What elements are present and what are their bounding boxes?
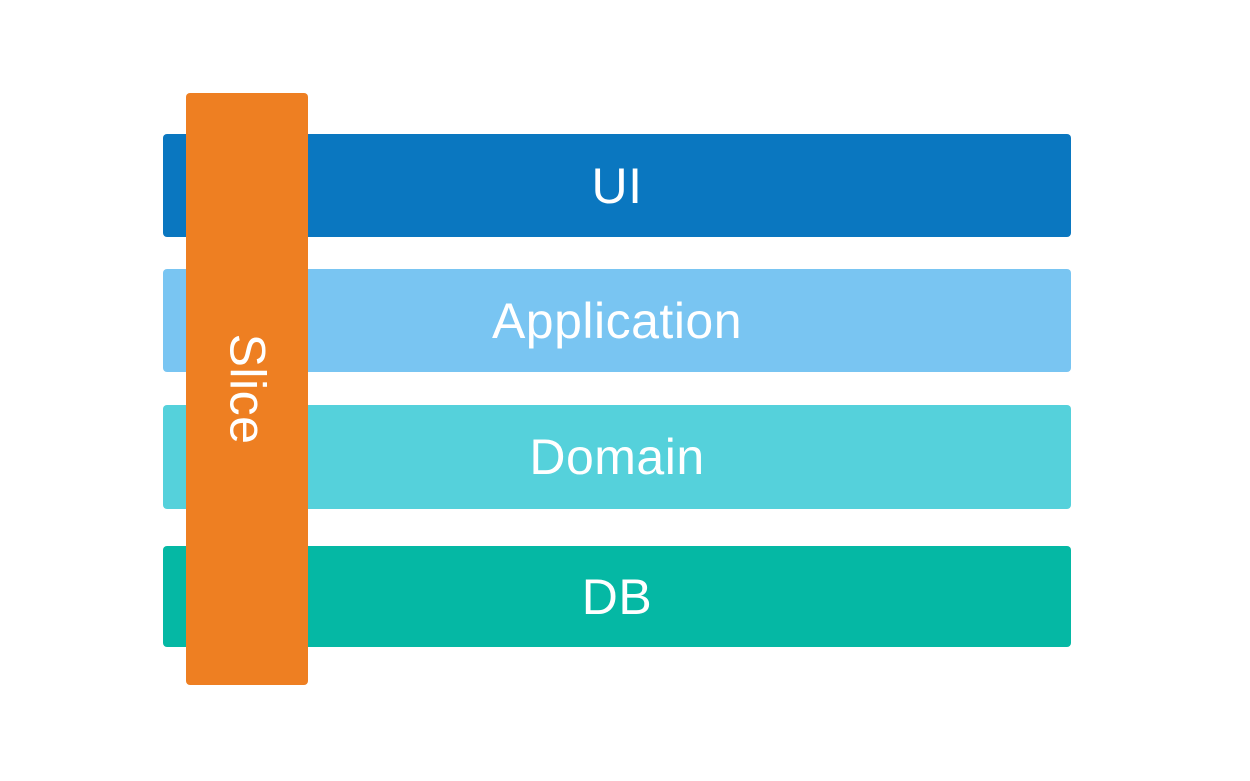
layer-label-ui: UI xyxy=(591,157,643,214)
vertical-slice-bar[interactable]: Slice xyxy=(186,93,308,685)
vertical-slice-label: Slice xyxy=(219,333,275,445)
layer-label-application: Application xyxy=(491,292,743,349)
layer-bar-application[interactable]: Application xyxy=(163,269,1071,372)
layer-bar-db[interactable]: DB xyxy=(163,546,1071,647)
layer-label-db: DB xyxy=(581,568,653,625)
layer-bar-ui[interactable]: UI xyxy=(163,134,1071,237)
layer-bar-domain[interactable]: Domain xyxy=(163,405,1071,509)
layer-label-domain: Domain xyxy=(529,429,705,485)
